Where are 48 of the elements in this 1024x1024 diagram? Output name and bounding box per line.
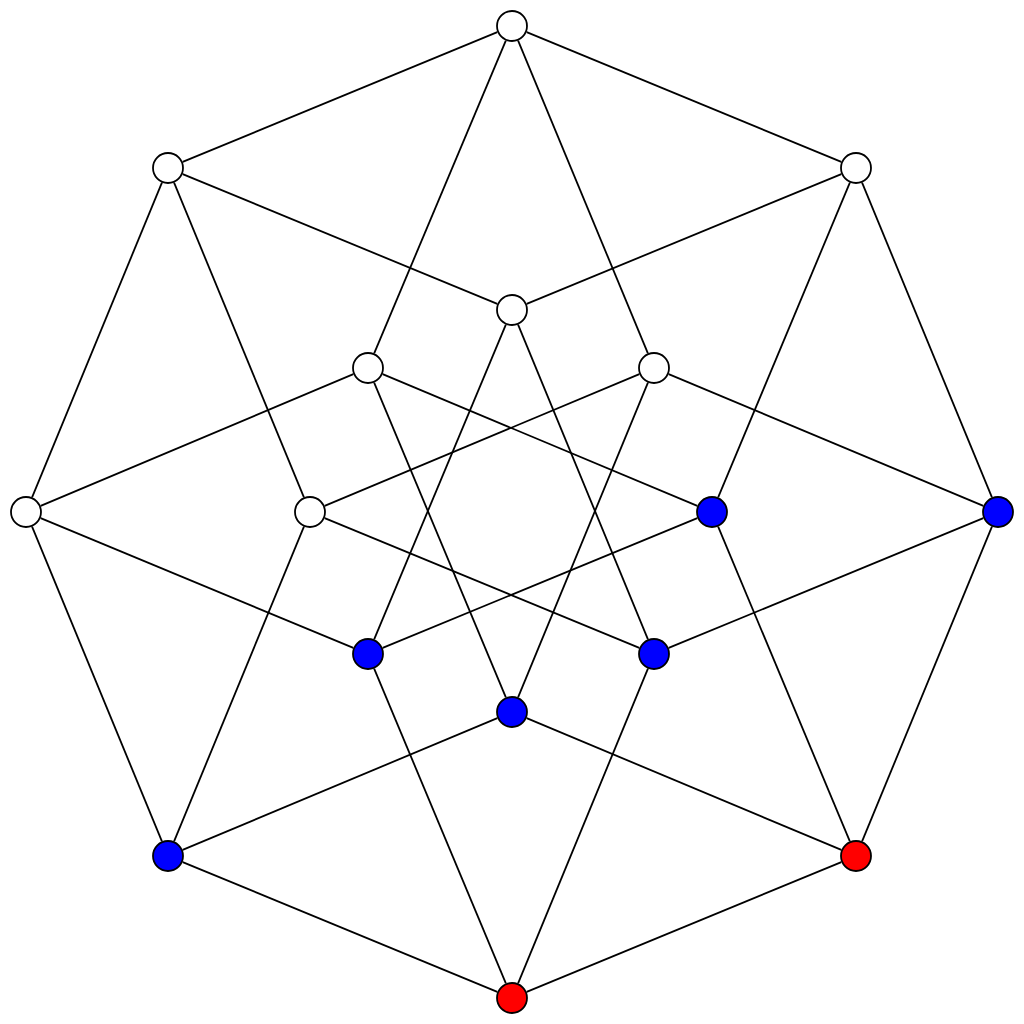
edge-line (323, 373, 641, 507)
edge-line (525, 861, 843, 993)
edge-line (173, 525, 305, 843)
edge-line (517, 39, 649, 355)
edge-line (373, 381, 507, 699)
edge-line (381, 373, 699, 507)
vertex-circle (152, 152, 184, 184)
edge-line (373, 39, 507, 355)
edge-line (517, 667, 649, 985)
edge-line (525, 31, 843, 163)
vertex-circle (982, 496, 1014, 528)
edge-line (861, 525, 993, 843)
edge-line (861, 181, 993, 499)
vertex-circle (496, 10, 528, 42)
edge-line (517, 381, 649, 699)
edge-line (525, 717, 843, 851)
edge-line (173, 181, 305, 499)
vertex-circle (496, 982, 528, 1014)
vertex-circle (496, 294, 528, 326)
edge-line (181, 717, 499, 851)
vertex-circle (10, 496, 42, 528)
vertex-circle (294, 496, 326, 528)
edge-line (181, 861, 499, 993)
vertex-circle (496, 696, 528, 728)
edge-line (373, 667, 507, 985)
edge-line (39, 373, 355, 507)
edge-line (381, 517, 699, 649)
edge-line (517, 323, 649, 641)
edge-line (31, 525, 163, 843)
vertex-circle (696, 496, 728, 528)
vertex-circle (638, 638, 670, 670)
edge-line (373, 323, 507, 641)
edge-line (181, 31, 499, 163)
edge-line (323, 517, 641, 649)
vertex-circle (152, 840, 184, 872)
edge-line (525, 173, 843, 305)
edge-line (717, 525, 851, 843)
vertex-circle (352, 638, 384, 670)
edge-line (717, 181, 851, 499)
edge-line (181, 173, 499, 305)
edge-line (667, 373, 985, 507)
vertex-circle (840, 840, 872, 872)
vertex-circle (638, 352, 670, 384)
edge-line (667, 517, 985, 649)
vertex-circle (352, 352, 384, 384)
vertex-circle (840, 152, 872, 184)
edge-line (39, 517, 355, 649)
edge-line (31, 181, 163, 499)
